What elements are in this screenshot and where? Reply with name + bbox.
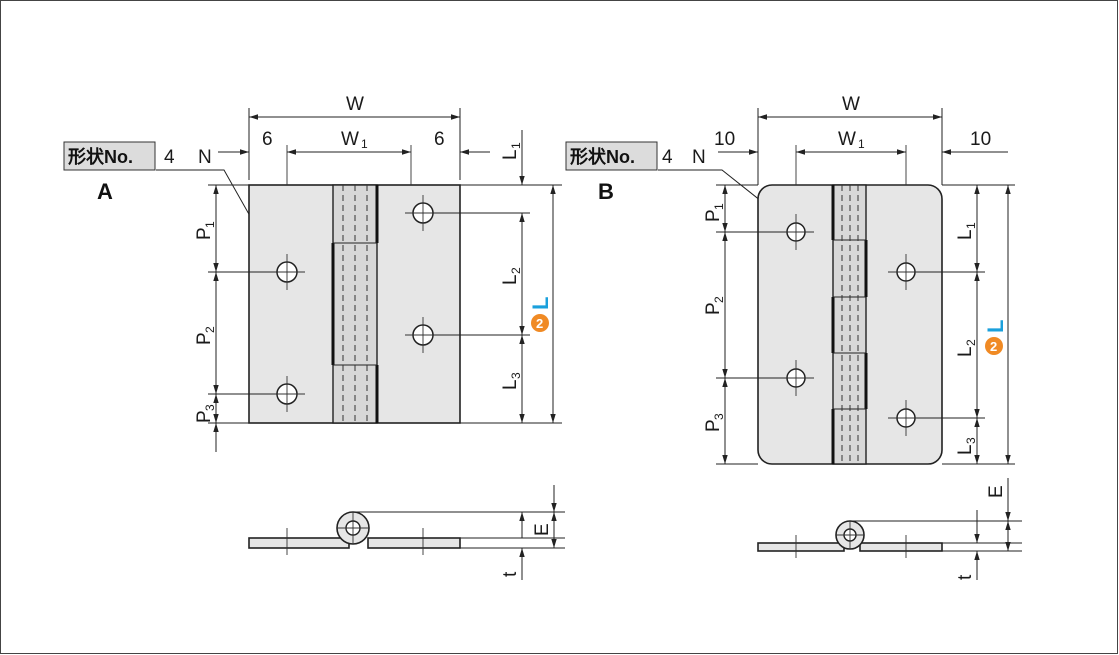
shape-tag-box-b (565, 141, 658, 171)
svg-text:1: 1 (712, 203, 726, 210)
hole-count-a: 4 (164, 147, 175, 168)
p2-b: P (703, 302, 724, 315)
p1-a: P (194, 227, 215, 240)
l3-b: L (955, 444, 976, 455)
length-label-a: L (528, 297, 553, 310)
edge-right-b: 10 (970, 129, 991, 150)
p3-b: P (703, 419, 724, 432)
l3-a: L (500, 379, 521, 390)
mount-hole-b3 (888, 254, 924, 290)
p2-a: P (194, 332, 215, 345)
figure-b: 形状No. B 4 N W 10 W 1 10 (565, 94, 1022, 580)
thickness-label-b: t (955, 574, 976, 580)
p3-a: P (194, 410, 215, 423)
l2-a: L (500, 274, 521, 285)
l1-b: L (955, 229, 976, 240)
svg-text:2: 2 (509, 267, 523, 274)
offset-label-b: E (986, 485, 1007, 498)
thickness-label-a: t (500, 571, 521, 577)
badge-b (985, 337, 1003, 355)
svg-text:3: 3 (509, 372, 523, 379)
l1-a: L (500, 149, 521, 160)
l2-b: L (955, 346, 976, 357)
inner-width-sub-b: 1 (858, 137, 865, 151)
p1-b: P (703, 209, 724, 222)
inner-width-a: W (341, 129, 359, 150)
knuckle-a (332, 184, 378, 424)
badge-text-b: 2 (990, 339, 997, 354)
mount-hole-a2 (269, 376, 305, 412)
shape-tag-box-a (63, 141, 156, 171)
svg-text:2: 2 (712, 296, 726, 303)
svg-text:2: 2 (203, 326, 217, 333)
width-label-b: W (842, 94, 860, 115)
svg-text:3: 3 (964, 437, 978, 444)
svg-text:1: 1 (509, 142, 523, 149)
hole-label-a: N (198, 147, 212, 168)
length-label-b: L (983, 320, 1008, 333)
hole-label-b: N (692, 147, 706, 168)
svg-text:2: 2 (964, 339, 978, 346)
figure-a: 形状No. A 4 N W 6 W 1 6 (63, 94, 565, 580)
offset-label-a: E (532, 523, 553, 536)
shape-tag-a: 形状No. (68, 146, 133, 167)
svg-text:1: 1 (203, 221, 217, 228)
svg-text:3: 3 (203, 404, 217, 411)
side-view-a: E t (248, 485, 565, 580)
inner-width-b: W (838, 129, 856, 150)
hole-count-b: 4 (662, 147, 673, 168)
type-letter-b: B (598, 179, 614, 204)
badge-a (531, 314, 549, 332)
svg-text:3: 3 (712, 413, 726, 420)
badge-text-a: 2 (536, 316, 543, 331)
edge-left-b: 10 (714, 129, 735, 150)
side-view-b: E t (757, 478, 1022, 580)
width-label-a: W (346, 94, 364, 115)
type-letter-a: A (97, 179, 113, 204)
svg-text:1: 1 (964, 222, 978, 229)
edge-left-a: 6 (262, 129, 273, 150)
shape-tag-b: 形状No. (570, 146, 635, 167)
edge-right-a: 6 (434, 129, 445, 150)
inner-width-sub-a: 1 (361, 137, 368, 151)
